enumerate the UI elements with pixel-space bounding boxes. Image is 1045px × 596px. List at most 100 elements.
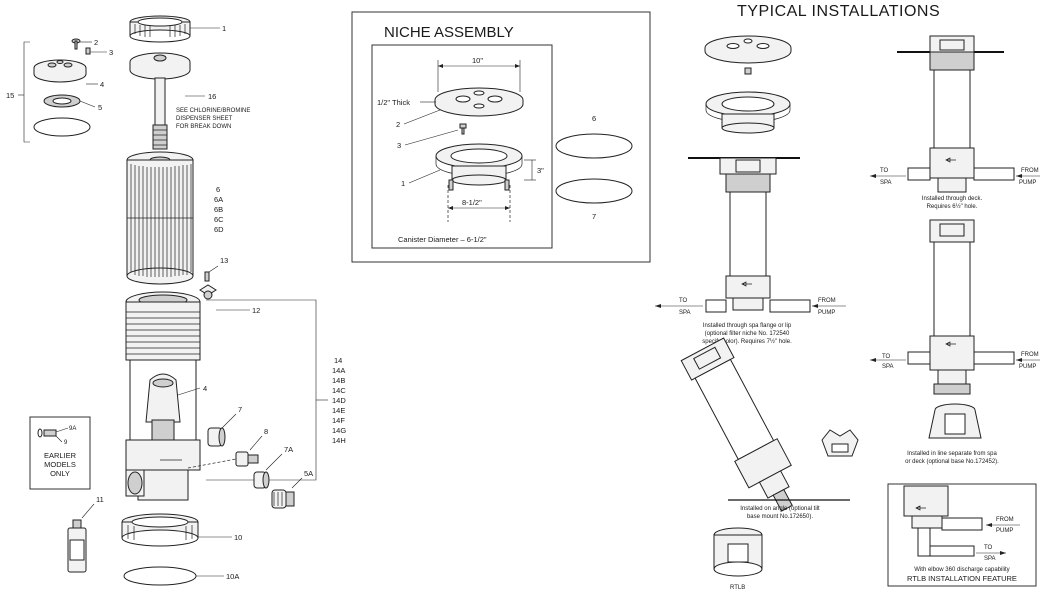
install-lid: [704, 35, 792, 75]
filter-flange-install: [688, 157, 811, 313]
label-14g: 14G: [332, 426, 346, 435]
label-10: 10: [234, 533, 242, 542]
o-ring-6: [555, 133, 633, 159]
chlorine-dispenser: [129, 52, 191, 150]
label-6a: 6A: [214, 195, 223, 204]
label-14c: 14C: [332, 386, 346, 395]
chlorine-note-3: FOR BREAK DOWN: [176, 124, 231, 130]
label-14-list: 14 14A 14B 14C 14D 14E 14F 14G 14H: [332, 356, 346, 445]
cartridge-labels: 6 6A 6B 6C 6D: [214, 185, 224, 234]
optional-base: [928, 403, 982, 439]
rtlb-pump: PUMP: [996, 528, 1013, 534]
niche-assembly-panel: NICHE ASSEMBLY 10" 1/2" Thick 2 3: [351, 11, 651, 263]
earlier-text-3: ONLY: [50, 469, 70, 478]
dim-10in: 10": [472, 56, 483, 65]
install-niche: [705, 91, 791, 134]
label-6b: 6B: [214, 205, 223, 214]
screw-3: [85, 47, 91, 55]
earlier-models-box: 9A 9 EARLIER MODELS ONLY: [29, 416, 91, 490]
niche-label-1: 1: [401, 179, 405, 188]
base-ring-10: [121, 513, 199, 547]
label-5: 5: [98, 103, 102, 112]
label-15: 15: [6, 91, 14, 100]
from-pump-2-from: FROM: [1021, 168, 1039, 174]
label-4-top: 4: [100, 80, 104, 89]
deck-caption-2: Requires 6½" hole.: [927, 203, 978, 210]
label-14f: 14F: [332, 416, 345, 425]
niche-title: NICHE ASSEMBLY: [384, 24, 514, 41]
label-6d: 6D: [214, 225, 224, 234]
plug-7: [207, 427, 226, 447]
filter-cartridge: [126, 151, 194, 285]
flange-caption-2: (optional filter niche No. 172540: [705, 331, 790, 337]
label-4: 4: [203, 384, 207, 393]
air-relief-13: [204, 271, 210, 282]
rtlb-label: RTLB: [730, 585, 745, 591]
from-pump-2-pump: PUMP: [1019, 180, 1036, 186]
label-8: 8: [264, 427, 268, 436]
rtlb-base: [713, 527, 763, 577]
label-7: 7: [238, 405, 242, 414]
to-spa-3-spa: SPA: [882, 364, 894, 370]
niche-screw: [459, 123, 467, 135]
niche-lid: [434, 87, 524, 117]
label-5a: 5A: [304, 469, 313, 478]
label-6c: 6C: [214, 215, 224, 224]
lid-15: [33, 59, 87, 83]
deck-caption-1: Installed through deck.: [922, 196, 983, 202]
o-ring-10a: [123, 566, 197, 586]
label-11: 11: [96, 495, 104, 504]
installations-title: TYPICAL INSTALLATIONS: [737, 3, 940, 20]
niche-label-3: 3: [397, 141, 401, 150]
filter-housing: [125, 291, 201, 501]
niche-body: [435, 143, 523, 191]
filter-angle-install: [680, 337, 793, 512]
label-3: 3: [109, 48, 113, 57]
from-pump-3-from: FROM: [1021, 352, 1039, 358]
label-14b: 14B: [332, 376, 345, 385]
label-14d: 14D: [332, 396, 346, 405]
exploded-view: 1 16 SEE CHLORINE/BROMINE DISPENSER SHEE…: [6, 15, 346, 586]
gasket: [43, 94, 81, 108]
label-9a: 9A: [69, 426, 76, 432]
tilt-base-mount: [821, 429, 859, 457]
chlorine-note-1: SEE CHLORINE/BROMINE: [176, 108, 250, 114]
plug-7a: [253, 471, 270, 489]
earlier-text-2: MODELS: [44, 460, 76, 469]
label-14h: 14H: [332, 436, 346, 445]
from-pump-1-from: FROM: [818, 298, 836, 304]
label-2: 2: [94, 38, 98, 47]
rtlb-spa: SPA: [984, 556, 996, 562]
from-pump-1-pump: PUMP: [818, 310, 835, 316]
label-6: 6: [216, 185, 220, 194]
niche-label-2: 2: [396, 120, 400, 129]
dim-8-5in: 8-1/2": [462, 198, 482, 207]
rtlb-to: TO: [984, 545, 993, 551]
bottle-11: [67, 519, 87, 573]
typical-installations: TYPICAL INSTALLATIONS: [655, 3, 1040, 591]
label-14e: 14E: [332, 406, 345, 415]
to-spa-2-to: TO: [880, 168, 889, 174]
filter-inline-install: [907, 219, 1015, 395]
canister-diameter: Canister Diameter – 6-1/2": [398, 235, 487, 244]
angle-caption-1: Installed on angle (optional tilt: [740, 506, 820, 512]
chlorine-note-2: DISPENSER SHEET: [176, 116, 233, 122]
to-spa-1-to: TO: [679, 298, 688, 304]
fitting-5a: [271, 489, 295, 509]
lock-ring-top: [129, 15, 191, 43]
label-16: 16: [208, 92, 216, 101]
thick-label: 1/2" Thick: [377, 98, 410, 107]
to-spa-1-spa: SPA: [679, 310, 691, 316]
niche-label-6: 6: [592, 114, 596, 123]
filter-deck-install: [897, 35, 1015, 193]
rtlb-note: With elbow 360 discharge capability: [914, 567, 1009, 573]
dim-3in: 3": [537, 166, 544, 175]
to-spa-2-spa: SPA: [880, 180, 892, 186]
valve-12: [199, 284, 217, 300]
from-pump-3-pump: PUMP: [1019, 364, 1036, 370]
niche-label-7: 7: [592, 212, 596, 221]
o-ring: [33, 117, 91, 137]
flange-caption-1: Installed through spa flange or lip: [703, 323, 792, 329]
angle-caption-2: base mount No.172650).: [747, 514, 813, 520]
